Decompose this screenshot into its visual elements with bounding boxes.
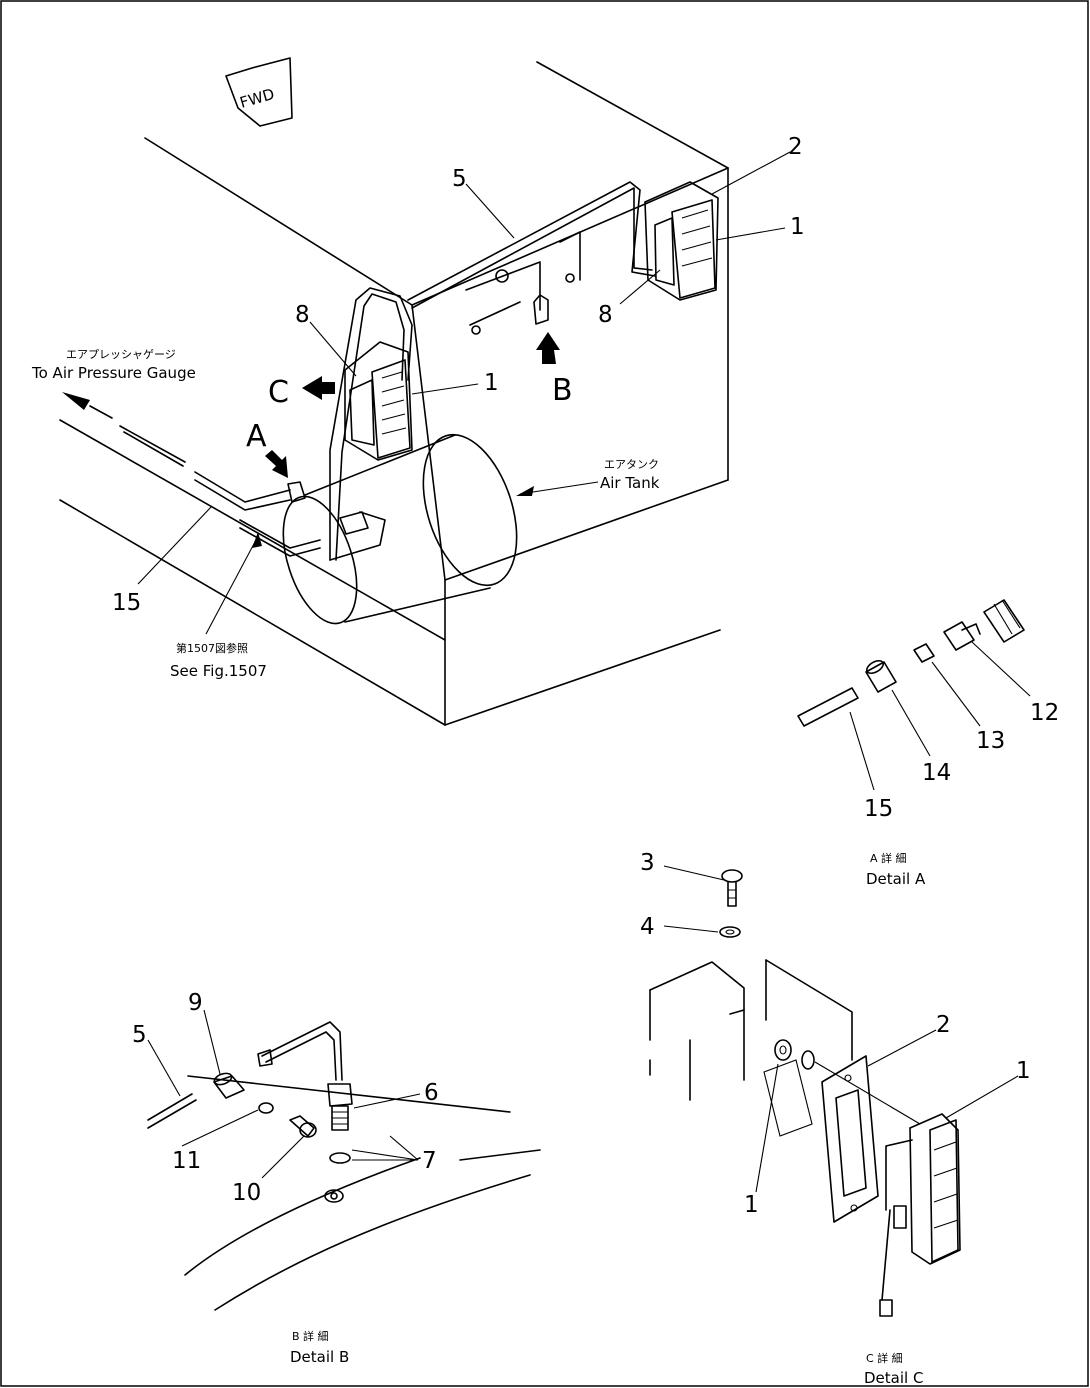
callout-12: 12 — [1030, 700, 1059, 726]
connector-12 — [943, 599, 1025, 651]
tube-detail-b — [257, 1021, 343, 1081]
sleeve-9 — [213, 1072, 245, 1099]
view-arrow-c-icon — [302, 376, 335, 400]
to-gauge-line — [62, 392, 186, 467]
air-tank-jp: エアタンク — [604, 458, 659, 471]
callout-6: 6 — [424, 1080, 439, 1106]
detail-a-caption: Detail A — [866, 870, 926, 888]
gasket-2 — [821, 1055, 879, 1223]
callout-15-detail-a: 15 — [864, 796, 893, 822]
see-fig-jp: 第1507図参照 — [176, 641, 248, 655]
hose-15 — [797, 687, 859, 727]
work-light-left — [344, 341, 413, 461]
bolt-10 — [289, 1115, 317, 1138]
hose-5-detail-b — [147, 1093, 197, 1129]
view-arrow-b-icon — [536, 332, 560, 364]
air-pressure-gauge-label: To Air Pressure Gauge — [31, 364, 196, 382]
callout-1-light-detail-c: 1 — [1016, 1058, 1031, 1084]
fitting-6 — [327, 1083, 353, 1131]
air-tank-label: Air Tank — [600, 474, 660, 492]
see-fig-label: See Fig.1507 — [170, 662, 267, 680]
view-arrow-a-icon — [265, 450, 288, 478]
detail-b: 5 9 11 10 6 7 B 詳 細 Detail B — [132, 990, 541, 1366]
detail-b-caption-jp: B 詳 細 — [292, 1329, 329, 1343]
nut-1-detail-c — [774, 1039, 815, 1070]
fwd-arrow-icon: FWD — [225, 57, 293, 127]
view-marker-a: A — [246, 419, 267, 454]
callout-5: 5 — [452, 166, 467, 192]
detail-a-caption-jp: A 詳 細 — [870, 851, 907, 865]
callout-2: 2 — [788, 134, 803, 160]
mount-bracket-c — [649, 959, 853, 1101]
callout-4: 4 — [640, 914, 655, 940]
gauge-line-fitting — [194, 471, 369, 557]
view-marker-b: B — [552, 373, 573, 408]
view-marker-c: C — [268, 375, 289, 410]
callout-11: 11 — [172, 1148, 201, 1174]
fwd-label: FWD — [238, 85, 277, 112]
detail-c: 3 4 2 1 1 C 詳 細 Detail C — [640, 850, 1031, 1387]
washer-4 — [719, 926, 741, 938]
callout-5-detail-b: 5 — [132, 1022, 147, 1048]
callout-14: 14 — [922, 760, 951, 786]
detail-c-caption: Detail C — [864, 1369, 923, 1387]
callout-15-main: 15 — [112, 590, 141, 616]
detail-a: 12 13 14 15 A 詳 細 Detail A — [797, 599, 1059, 888]
callout-7: 7 — [422, 1148, 437, 1174]
callout-3: 3 — [640, 850, 655, 876]
work-light-detail-c — [879, 1113, 961, 1317]
frame-surface-b — [184, 1075, 541, 1311]
piping — [329, 181, 656, 561]
air-tank — [282, 433, 518, 625]
detail-c-caption-jp: C 詳 細 — [866, 1351, 903, 1365]
main-view: 5 2 1 8 8 1 15 C A B エアプレッシャゲージ To Air P… — [31, 61, 805, 726]
callout-1-left: 1 — [484, 370, 499, 396]
callout-8-left: 8 — [295, 302, 310, 328]
callout-9: 9 — [188, 990, 203, 1016]
callout-1-nut-detail-c: 1 — [744, 1192, 759, 1218]
bolt-3 — [721, 869, 743, 907]
detail-b-caption: Detail B — [290, 1348, 349, 1366]
nut-13 — [913, 643, 935, 663]
sleeve-14 — [865, 659, 897, 693]
callout-1-right: 1 — [790, 214, 805, 240]
callout-8-right: 8 — [598, 302, 613, 328]
air-pressure-gauge-jp: エアプレッシャゲージ — [66, 348, 176, 361]
vehicle-body — [59, 61, 729, 726]
leader-lines-main — [137, 151, 791, 635]
washer-11 — [258, 1102, 274, 1114]
callout-2-detail-c: 2 — [936, 1012, 951, 1038]
callout-13: 13 — [976, 728, 1005, 754]
callout-10: 10 — [232, 1180, 261, 1206]
oring-7 — [324, 1152, 351, 1203]
